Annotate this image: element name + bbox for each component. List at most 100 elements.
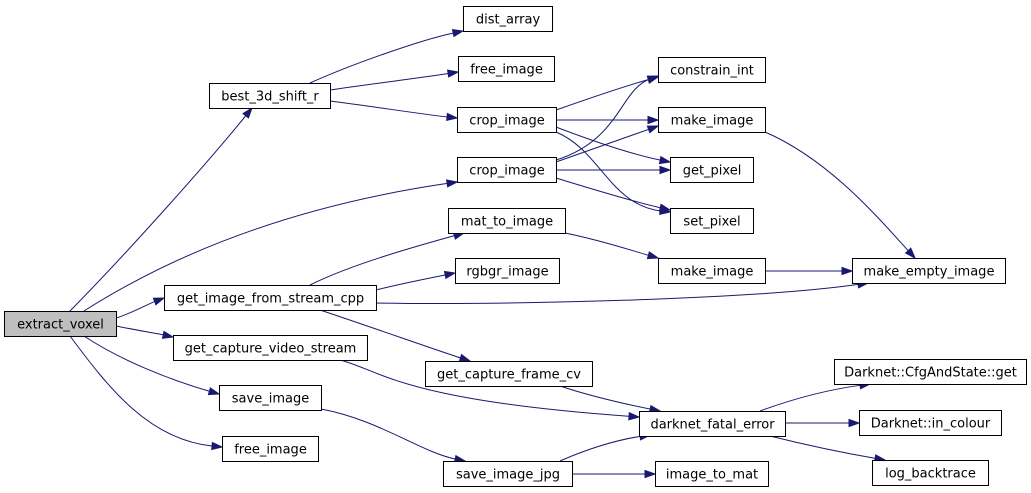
- edge-save_image_jpg-to-darknet_fatal_error: [559, 432, 652, 462]
- node-image-to-mat[interactable]: image_to_mat: [655, 461, 769, 487]
- edge-line: [555, 177, 662, 209]
- node-label: save_image: [232, 392, 309, 407]
- edge-arrowhead: [161, 330, 175, 339]
- node-constrain-int[interactable]: constrain_int: [658, 57, 766, 83]
- node-box: [425, 361, 593, 387]
- edge-line: [555, 78, 650, 161]
- node-get-image-from-stream-cpp[interactable]: get_image_from_stream_cpp: [164, 285, 377, 311]
- node-box: [4, 311, 117, 337]
- node-get-capture-video-stream[interactable]: get_capture_video_stream: [173, 335, 368, 361]
- node-label: dist_array: [476, 13, 541, 28]
- edge-get_image_from_stream_cpp-to-rgbgr_image: [375, 270, 457, 291]
- edge-arrowhead: [841, 266, 854, 276]
- node-label: get_capture_video_stream: [185, 342, 357, 357]
- edge-arrowhead: [458, 353, 472, 362]
- edge-extract_voxel-to-free_image_b: [69, 335, 224, 451]
- edge-arrowhead: [658, 155, 672, 165]
- edge-make_image_b-to-make_empty_image: [765, 266, 854, 276]
- node-get-pixel[interactable]: get_pixel: [670, 157, 754, 183]
- node-best-3d-shift-r[interactable]: best_3d_shift_r: [209, 83, 331, 109]
- node-label: constrain_int: [670, 64, 754, 79]
- edge-mat_to_image-to-make_image_b: [564, 232, 660, 260]
- edge-line: [115, 300, 156, 319]
- node-free-image-b[interactable]: free_image: [222, 436, 319, 462]
- edge-line: [115, 325, 165, 336]
- node-save-image-jpg[interactable]: save_image_jpg: [443, 461, 573, 487]
- node-box: [658, 258, 766, 284]
- node-label: image_to_mat: [666, 468, 758, 483]
- node-box: [639, 411, 786, 437]
- node-free-image-a[interactable]: free_image: [458, 56, 555, 82]
- node-label: make_image: [671, 265, 754, 280]
- edge-arrowhead: [451, 29, 465, 38]
- node-darknet-fatal-error[interactable]: darknet_fatal_error: [639, 411, 786, 437]
- edge-line: [329, 72, 450, 91]
- node-make-image-a[interactable]: make_image: [658, 107, 766, 133]
- edge-crop_image_a-to-get_pixel: [555, 126, 672, 165]
- node-dist-array[interactable]: dist_array: [463, 6, 553, 32]
- node-crop-image-b[interactable]: crop_image: [457, 157, 557, 183]
- edge-line: [83, 182, 449, 312]
- edge-best_3d_shift_r-to-free_image_a: [329, 69, 460, 91]
- edge-line: [319, 309, 462, 359]
- edge-arrowhead: [443, 270, 457, 280]
- edge-get_capture_video_stream-to-darknet_fatal_error: [339, 359, 641, 421]
- node-box: [872, 460, 989, 486]
- edge-line: [559, 435, 642, 462]
- edge-line: [559, 385, 652, 410]
- edge-line: [69, 114, 247, 312]
- edge-arrowhead: [647, 115, 660, 125]
- edge-crop_image_a-to-constrain_int: [555, 75, 660, 111]
- edge-crop_image_b-to-constrain_int: [555, 75, 660, 161]
- node-box: [834, 359, 1027, 385]
- node-crop-image-a[interactable]: crop_image: [457, 107, 557, 133]
- edge-darknet_fatal_error-to-cfg_get: [759, 381, 872, 412]
- node-label: darknet_fatal_error: [650, 418, 775, 433]
- node-mat-to-image[interactable]: mat_to_image: [448, 208, 566, 234]
- node-label: rgbgr_image: [466, 265, 548, 280]
- node-label: log_backtrace: [885, 467, 976, 482]
- node-get-capture-frame-cv[interactable]: get_capture_frame_cv: [425, 361, 593, 387]
- edge-line: [564, 232, 650, 257]
- node-set-pixel[interactable]: set_pixel: [670, 208, 754, 234]
- edge-save_image_jpg-to-image_to_mat: [572, 469, 657, 479]
- edge-arrowhead: [904, 247, 917, 260]
- node-log-backtrace[interactable]: log_backtrace: [872, 460, 989, 486]
- node-label: Darknet::in_colour: [871, 417, 991, 432]
- edge-arrowhead: [242, 106, 253, 119]
- node-make-image-b[interactable]: make_image: [658, 258, 766, 284]
- node-in-colour[interactable]: Darknet::in_colour: [859, 410, 1002, 436]
- edge-best_3d_shift_r-to-dist_array: [309, 29, 465, 84]
- call-nodes: extract_voxel best_3d_shift_r dist_arrayfr…: [4, 6, 1027, 487]
- node-label: get_image_from_stream_cpp: [177, 292, 364, 307]
- node-rgbgr-image[interactable]: rgbgr_image: [455, 258, 560, 284]
- node-save-image[interactable]: save_image: [219, 385, 322, 411]
- node-label: make_image: [671, 114, 754, 129]
- node-label: make_empty_image: [864, 265, 995, 280]
- node-label: set_pixel: [683, 215, 740, 230]
- edge-line: [309, 234, 456, 286]
- edge-arrowhead: [659, 165, 672, 175]
- node-make-empty-image[interactable]: make_empty_image: [852, 258, 1006, 284]
- edge-arrowhead: [446, 69, 460, 78]
- node-label: best_3d_shift_r: [221, 90, 319, 105]
- node-cfg-get[interactable]: Darknet::CfgAndState::get: [834, 359, 1027, 385]
- edge-line: [555, 126, 662, 161]
- edge-crop_image_b-to-set_pixel: [555, 177, 672, 212]
- node-box: [448, 208, 566, 234]
- node-box: [164, 285, 377, 311]
- node-box: [173, 335, 368, 361]
- node-extract-voxel[interactable]: extract_voxel: [4, 311, 117, 337]
- node-box: [852, 258, 1006, 284]
- edge-get_capture_frame_cv-to-darknet_fatal_error: [559, 385, 662, 414]
- edge-crop_image_a-to-make_image_a: [556, 115, 660, 125]
- node-label: Darknet::CfgAndState::get: [844, 366, 1017, 381]
- edge-get_image_from_stream_cpp-to-mat_to_image: [309, 231, 466, 286]
- edge-extract_voxel-to-save_image: [83, 335, 221, 396]
- edge-arrowhead: [152, 297, 166, 306]
- node-box: [455, 258, 560, 284]
- node-box: [443, 461, 573, 487]
- node-box: [458, 56, 555, 82]
- edge-line: [555, 78, 650, 111]
